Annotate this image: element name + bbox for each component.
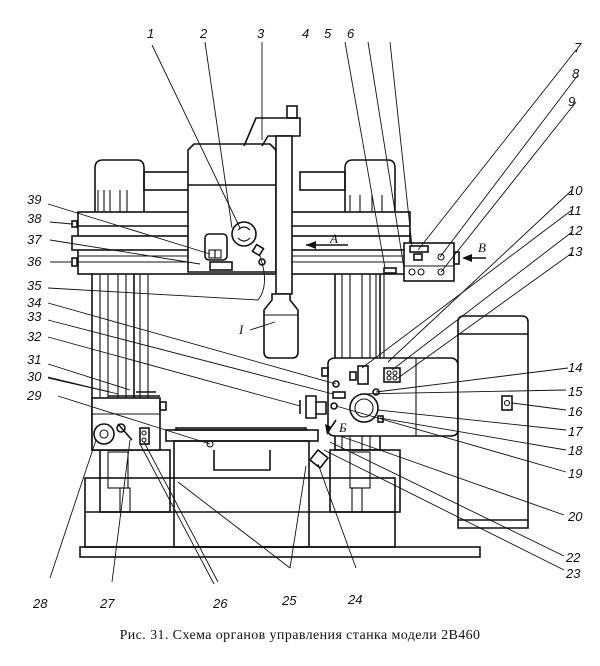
callout-18: 18 [568,443,583,458]
callout-14: 14 [568,360,582,375]
label-view-v: В [478,240,486,255]
label-part-i: I [238,322,244,337]
spindle-head [187,143,277,273]
leader-lines [47,41,579,585]
callout-2: 2 [199,26,208,41]
machine-outline [71,105,529,558]
callout-25: 25 [281,593,297,608]
callout-33: 33 [27,309,42,324]
callout-19: 19 [568,466,582,481]
handwheel-28 [93,423,115,445]
callout-36: 36 [27,254,42,269]
callout-22: 22 [565,550,581,565]
callout-13: 13 [568,244,583,259]
callout-37: 37 [27,232,42,247]
callout-28: 28 [32,596,48,611]
arrow-a [306,241,348,249]
spindle-tool-holder [263,293,299,359]
base-plate [79,546,481,558]
figure-caption: Рис. 31. Схема органов управления станка… [119,628,481,643]
callout-34: 34 [27,295,41,310]
callout-24: 24 [347,592,362,607]
callout-8: 8 [572,66,580,81]
vertical-spindle [275,135,293,295]
lever-27 [117,423,133,441]
callout-23: 23 [565,566,581,581]
arrow-v [462,254,486,262]
callout-35: 35 [27,278,42,293]
callout-5: 5 [324,26,332,41]
callout-12: 12 [568,223,583,238]
callout-32: 32 [27,329,42,344]
callout-9: 9 [568,94,575,109]
callout-29: 29 [26,388,41,403]
callout-11: 11 [568,203,582,218]
callout-1: 1 [147,26,154,41]
callout-38: 38 [27,211,42,226]
callout-15: 15 [568,384,583,399]
callout-3: 3 [257,26,265,41]
callout-7: 7 [574,40,582,55]
callout-16: 16 [568,404,583,419]
callout-27: 27 [99,596,115,611]
callout-6: 6 [347,26,355,41]
callout-30: 30 [27,369,42,384]
label-direction-b: Б [338,420,347,435]
callout-31: 31 [27,352,41,367]
right-motor [344,159,396,212]
callout-39: 39 [27,192,41,207]
work-table [165,429,319,442]
callout-20: 20 [567,509,583,524]
arrow-b [325,419,337,435]
callout-labels: 1 2 3 4 5 6 7 8 9 10 11 12 13 14 15 16 1… [26,26,583,611]
label-direction-a: А [329,231,338,246]
callout-10: 10 [568,183,583,198]
callout-4: 4 [302,26,309,41]
table-base [173,440,310,548]
callout-17: 17 [568,424,583,439]
left-motor [94,159,145,212]
handwheel-1 [231,221,257,247]
callout-26: 26 [212,596,228,611]
head-bracket [243,117,301,147]
